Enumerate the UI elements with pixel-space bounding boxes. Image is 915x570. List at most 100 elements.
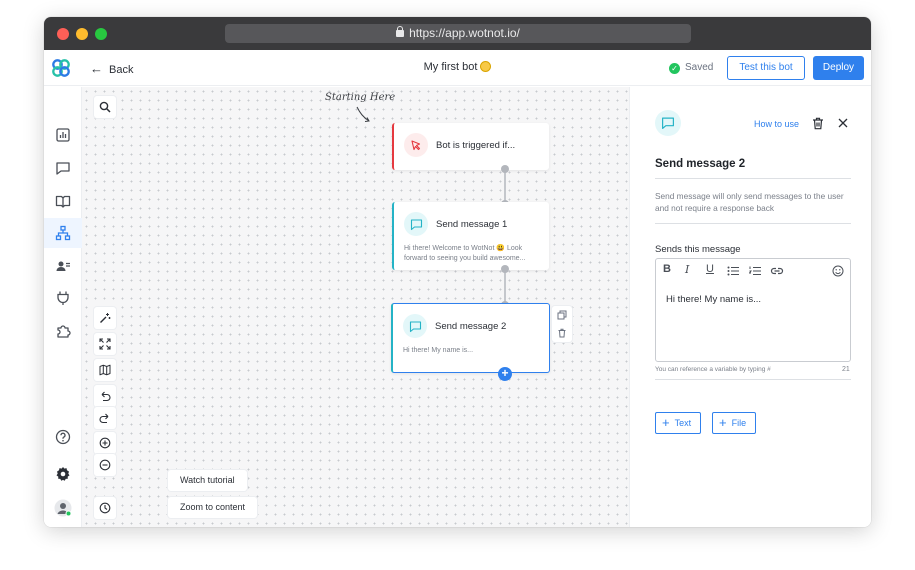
connector-line-1: [504, 169, 506, 205]
editor-toolbar: B I U: [656, 259, 850, 282]
add-text-button[interactable]: + Text: [655, 412, 702, 434]
plus-icon: +: [662, 415, 670, 430]
trigger-node-title: Bot is triggered if...: [436, 140, 516, 151]
message-icon: [404, 212, 428, 236]
node-output-port[interactable]: [501, 265, 509, 273]
sidebar-item-knowledge-base[interactable]: [55, 193, 71, 209]
cursor-click-icon: [404, 133, 428, 157]
minimize-window-button[interactable]: [76, 28, 88, 40]
send-message-2-node[interactable]: Send message 2 Hi there! My name is...: [391, 303, 550, 373]
app-header: ←Back My first bot ✓Saved Test this bot …: [44, 50, 871, 86]
emoji-picker-icon[interactable]: [832, 265, 844, 277]
saved-status: ✓Saved: [669, 62, 713, 74]
link-icon[interactable]: [770, 266, 784, 276]
search-canvas-button[interactable]: [94, 96, 116, 118]
user-avatar[interactable]: [54, 499, 72, 517]
sidebar-item-integrations[interactable]: [55, 290, 71, 306]
plus-icon: +: [719, 415, 727, 430]
character-count: 21: [842, 366, 850, 373]
lock-icon: [396, 26, 405, 37]
settings-gear-icon[interactable]: [55, 466, 71, 482]
bullet-list-icon[interactable]: [727, 266, 739, 276]
fit-screen-button[interactable]: [94, 333, 116, 355]
divider: [655, 223, 851, 224]
browser-titlebar: https://app.wotnot.io/: [44, 17, 871, 50]
address-bar[interactable]: https://app.wotnot.io/: [225, 24, 691, 43]
starting-here-annotation: Starting Here: [325, 92, 396, 103]
browser-window: https://app.wotnot.io/ ← Back My first bo…: [44, 17, 871, 527]
back-button[interactable]: ← Back: [90, 61, 133, 76]
sidebar-item-analytics[interactable]: [55, 127, 71, 143]
message-icon: [655, 110, 681, 136]
smile-emoji-icon: [480, 61, 492, 72]
wotnot-logo-icon: [50, 57, 72, 79]
duplicate-icon[interactable]: [557, 310, 567, 320]
map-icon: [99, 364, 111, 376]
flow-canvas[interactable]: Starting Here Bot is triggered if... Sen…: [82, 87, 629, 527]
back-label: Back: [109, 64, 134, 76]
add-file-label: File: [731, 418, 747, 428]
how-to-use-link[interactable]: How to use: [754, 119, 800, 129]
arrow-left-icon: ←: [90, 61, 103, 76]
send-message-1-node[interactable]: Send message 1 Hi there! Welcome to WotN…: [392, 202, 549, 270]
zoom-in-icon: [99, 437, 111, 449]
title-underline: [655, 178, 851, 179]
watch-tutorial-button[interactable]: Watch tutorial: [168, 470, 247, 491]
sidebar-item-bot-builder[interactable]: [55, 225, 71, 241]
send-message-2-preview: Hi there! My name is...: [403, 347, 474, 354]
annotation-arrow-icon: [356, 106, 370, 122]
message-icon: [403, 314, 427, 338]
redo-icon: [99, 413, 109, 424]
sidebar-item-extensions[interactable]: [55, 323, 71, 339]
zoom-to-content-button[interactable]: Zoom to content: [168, 497, 258, 518]
editor-underline: [655, 379, 851, 380]
node-output-port[interactable]: [501, 165, 509, 173]
send-message-2-title: Send message 2: [435, 321, 507, 332]
saved-label: Saved: [685, 62, 714, 73]
close-icon[interactable]: [838, 118, 848, 128]
sidebar-item-conversations[interactable]: [55, 160, 71, 176]
help-icon[interactable]: [55, 429, 71, 445]
trigger-node[interactable]: Bot is triggered if...: [392, 123, 549, 170]
add-text-label: Text: [674, 418, 692, 428]
search-icon: [99, 101, 111, 113]
numbered-list-icon[interactable]: [749, 266, 761, 276]
redo-button[interactable]: [94, 407, 116, 429]
send-message-1-preview: Hi there! Welcome to WotNot 😃 Look forwa…: [404, 245, 526, 262]
add-node-button[interactable]: +: [498, 367, 512, 381]
sidebar-item-contacts[interactable]: [55, 258, 71, 274]
message-text[interactable]: Hi there! My name is...: [666, 294, 762, 305]
underline-icon[interactable]: U: [706, 263, 714, 275]
history-button[interactable]: [94, 497, 116, 519]
send-message-1-title: Send message 1: [436, 219, 508, 230]
message-editor[interactable]: B I U Hi there! My name is...: [655, 258, 851, 362]
node-settings-panel: How to use Send message 2 Send message w…: [629, 87, 871, 527]
expand-icon: [99, 338, 111, 350]
magic-wand-button[interactable]: [94, 307, 116, 329]
sidebar: [44, 87, 82, 527]
close-window-button[interactable]: [57, 28, 69, 40]
bot-name: My first bot: [423, 61, 478, 73]
minimap-button[interactable]: [94, 359, 116, 381]
italic-icon[interactable]: I: [685, 263, 690, 276]
zoom-out-button[interactable]: [94, 454, 116, 476]
undo-button[interactable]: [94, 385, 116, 407]
connector-line-2: [504, 257, 506, 307]
clock-icon: [99, 502, 111, 514]
panel-title: Send message 2: [655, 158, 746, 170]
magic-wand-icon: [100, 313, 111, 323]
maximize-window-button[interactable]: [95, 28, 107, 40]
zoom-in-button[interactable]: [94, 432, 116, 454]
delete-icon[interactable]: [812, 117, 824, 130]
deploy-button[interactable]: Deploy: [813, 56, 864, 80]
undo-icon: [101, 391, 111, 402]
node-actions: [552, 306, 572, 342]
bold-icon[interactable]: B: [663, 263, 671, 275]
delete-node-icon[interactable]: [557, 328, 567, 338]
message-field-label: Sends this message: [655, 244, 741, 255]
variable-hint: You can reference a variable by typing #: [655, 366, 771, 373]
add-file-button[interactable]: + File: [712, 412, 757, 434]
test-bot-button[interactable]: Test this bot: [727, 56, 805, 80]
zoom-out-icon: [99, 459, 111, 471]
panel-description: Send message will only send messages to …: [655, 191, 844, 213]
